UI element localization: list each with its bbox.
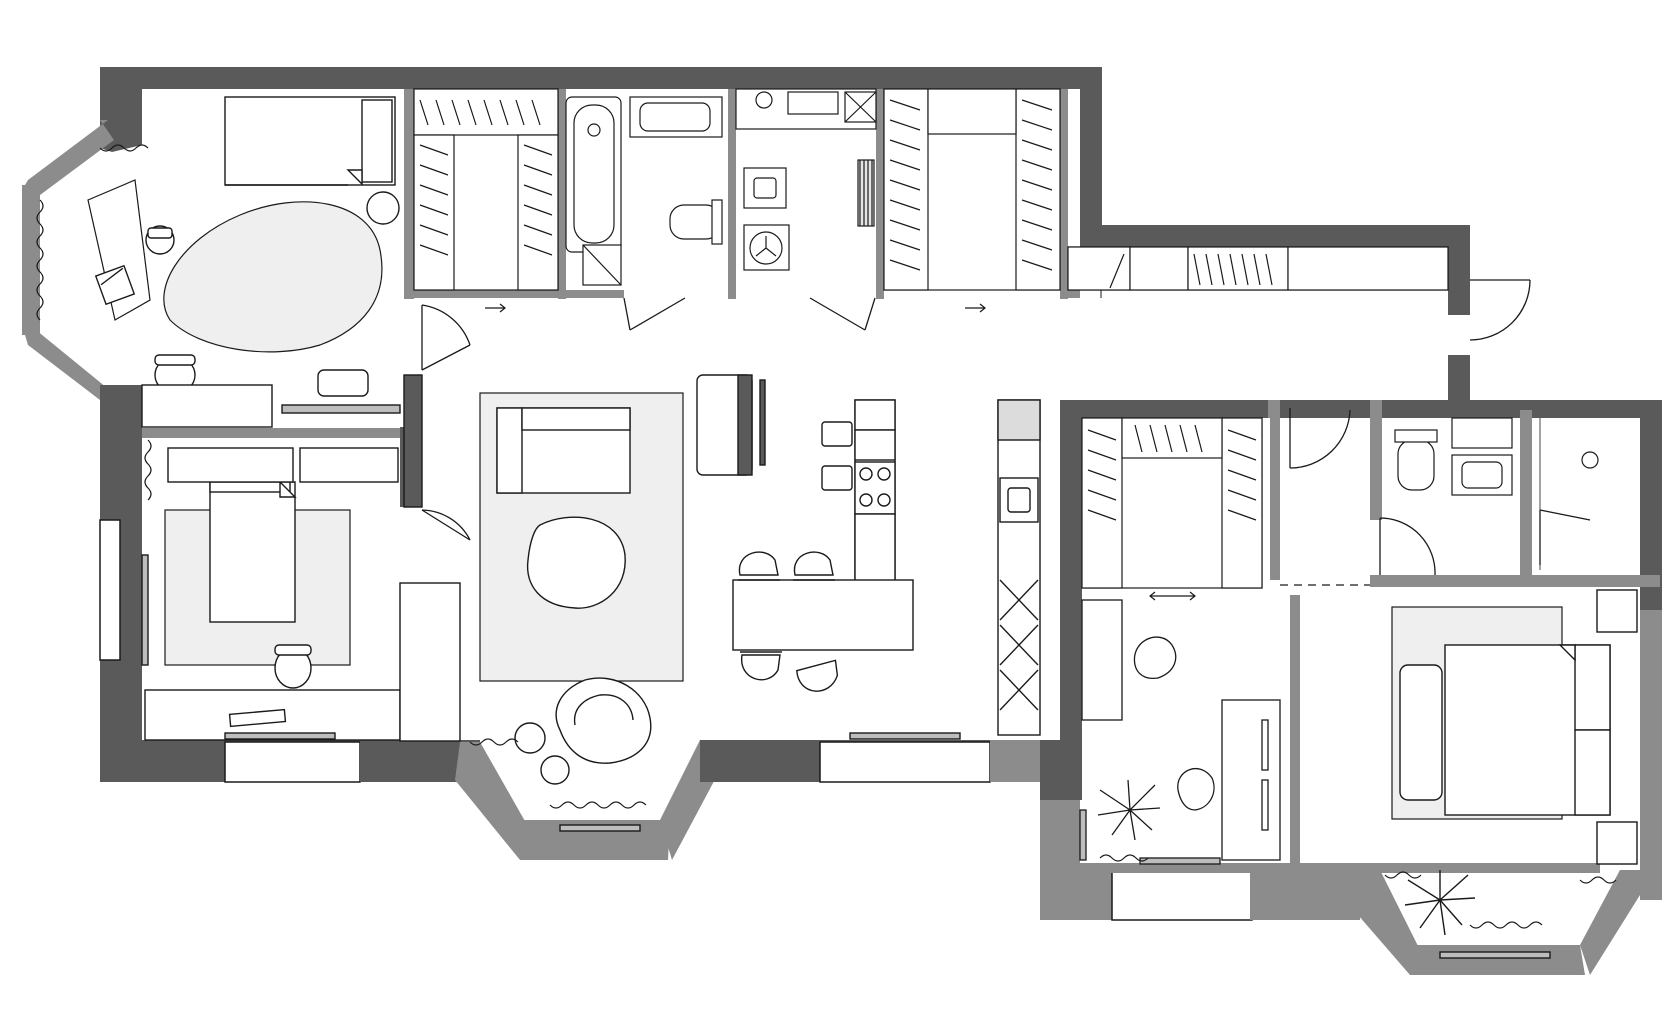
bar-stool [821, 465, 853, 491]
monitor [1261, 719, 1269, 771]
door-icon [1289, 408, 1351, 469]
kids-room [94, 96, 401, 428]
master-bedroom [1399, 589, 1638, 959]
armchair-icon [1133, 636, 1177, 680]
kids-rug [163, 201, 383, 353]
side-table [540, 755, 570, 785]
desk [1221, 699, 1281, 861]
sofa [496, 407, 631, 494]
wardrobe [299, 447, 399, 483]
radiator-icon [1079, 809, 1087, 861]
side-table [514, 722, 546, 754]
plant-icon [1404, 870, 1476, 936]
bar-stool [821, 421, 853, 447]
radiator-icon [1139, 857, 1221, 865]
shelf [141, 384, 273, 428]
doors [421, 279, 1591, 586]
laundry [735, 88, 877, 271]
kitchen-counter [854, 399, 896, 431]
bed-icon [209, 480, 297, 623]
door-icon [1469, 279, 1531, 341]
armchair-icon [274, 644, 312, 689]
office-corner [1079, 599, 1281, 865]
radiator-icon [224, 732, 336, 740]
monitor [1261, 779, 1269, 831]
door-icon [623, 297, 686, 331]
coffee-table [526, 516, 626, 609]
bed-icon [224, 96, 396, 186]
fridge [997, 399, 1041, 736]
ironing-board [857, 159, 875, 227]
bed-icon [1444, 644, 1611, 816]
laptop-icon [94, 264, 136, 306]
bookshelf [1081, 599, 1123, 721]
armchair-icon [154, 354, 196, 394]
curtains [36, 144, 1617, 929]
door-icon [421, 509, 471, 541]
bathroom-2 [1394, 417, 1599, 570]
kitchen-counter [854, 429, 896, 461]
door-icon [421, 304, 471, 371]
wardrobe-2 [883, 88, 1061, 313]
sliding-door-arrow-icon [965, 303, 986, 313]
dining-chair-icon [793, 551, 835, 581]
armchair-icon [145, 225, 175, 255]
radiator-icon [1451, 417, 1513, 449]
radiator-icon [1439, 951, 1551, 959]
radiator-icon [281, 404, 401, 414]
door-icon [809, 297, 876, 331]
nightstand [1596, 589, 1638, 633]
wardrobe [167, 447, 294, 483]
bench [1399, 664, 1443, 801]
radiator-icon [141, 554, 149, 666]
hall-closet [1067, 246, 1449, 291]
sink-icon [1461, 461, 1503, 489]
laptop-icon [228, 708, 287, 728]
living-dining-kitchen [399, 374, 1041, 832]
armchair-icon [1177, 768, 1215, 811]
ottoman [317, 369, 369, 397]
sink-icon [639, 102, 711, 132]
plant-icon [1097, 779, 1161, 841]
study-room [141, 447, 401, 741]
door-icon [1379, 517, 1436, 576]
sliding-door-arrow-icon [1149, 591, 1196, 601]
media-cabinet [403, 374, 423, 508]
radiator-icon [559, 824, 641, 832]
sliding-door-arrow-icon [485, 303, 506, 313]
bathtub-icon [565, 96, 622, 253]
bathroom-1 [565, 96, 723, 286]
nightstand [1596, 821, 1638, 865]
toilet-icon [669, 199, 723, 245]
dining-chair-icon [796, 659, 839, 692]
shower-drain [1581, 451, 1599, 469]
radiator-icon [849, 732, 961, 740]
pouf [366, 191, 400, 225]
armchair-icon [555, 677, 652, 764]
dining-chair-icon [738, 551, 780, 581]
toilet-icon [1394, 429, 1438, 491]
dining-chair-icon [740, 651, 782, 681]
wardrobe-1 [413, 88, 559, 313]
tv-sofa [696, 374, 766, 476]
washing-machine-icon [755, 91, 773, 109]
kitchen-island [732, 579, 914, 651]
shelving [399, 582, 461, 742]
walk-in-closet [1081, 417, 1263, 601]
washing-machine-icon [743, 224, 790, 271]
